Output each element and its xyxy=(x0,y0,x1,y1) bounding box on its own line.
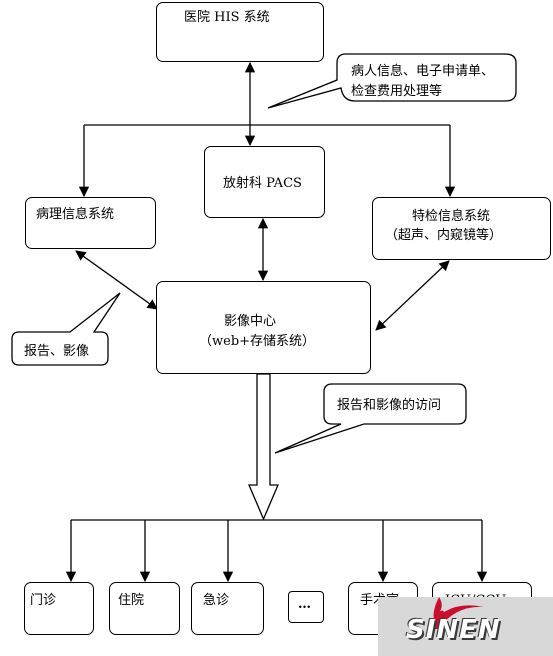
callout-his-info-line2: 检查费用处理等 xyxy=(351,84,443,99)
pathology-label: 病理信息系统 xyxy=(36,207,115,222)
pathology-imaging-arrow xyxy=(75,250,158,310)
callout-access-text: 报告和影像的访问 xyxy=(337,398,442,413)
inpatient-box: 住院 xyxy=(109,582,180,635)
emergency-label: 急诊 xyxy=(203,593,230,608)
outpatient-label: 门诊 xyxy=(30,593,57,608)
access-hollow-arrow xyxy=(248,373,279,521)
imaging-center-label-2: （web+存储系统） xyxy=(199,334,316,349)
watermark-flame-icon xyxy=(433,597,445,619)
special-exam-label-2: （超声、内窥镜等） xyxy=(385,228,503,243)
emergency-box: 急诊 xyxy=(191,582,264,635)
callout-his-info-line1: 病人信息、电子申请单、 xyxy=(351,64,495,79)
special-imaging-arrow xyxy=(375,260,450,331)
pacs-label: 放射科 PACS xyxy=(223,176,302,191)
pathology-box: 病理信息系统 xyxy=(25,197,156,249)
callout-report-image-text: 报告、影像 xyxy=(24,344,90,359)
special-exam-label-1: 特检信息系统 xyxy=(412,209,491,224)
callout-his-info-shape xyxy=(267,53,517,109)
outpatient-box: 门诊 xyxy=(24,582,94,635)
imaging-center-box: 影像中心 （web+存储系统） xyxy=(156,281,371,374)
his-system-box: 医院 HIS 系统 xyxy=(156,2,324,62)
watermark-text: SINEN xyxy=(406,615,501,645)
inpatient-label: 住院 xyxy=(118,593,145,608)
watermark-swoosh-icon xyxy=(428,605,484,629)
more-label: … xyxy=(298,597,311,612)
his-system-label: 医院 HIS 系统 xyxy=(184,10,270,25)
special-exam-box: 特检信息系统 （超声、内窥镜等） xyxy=(372,197,551,260)
watermark-logo: SINEN xyxy=(378,597,553,656)
callout-access-shape xyxy=(274,383,467,454)
callout-report-image-shape xyxy=(11,292,121,366)
pacs-box: 放射科 PACS xyxy=(204,146,325,218)
more-box: … xyxy=(288,591,324,623)
imaging-center-label-1: 影像中心 xyxy=(224,314,277,329)
